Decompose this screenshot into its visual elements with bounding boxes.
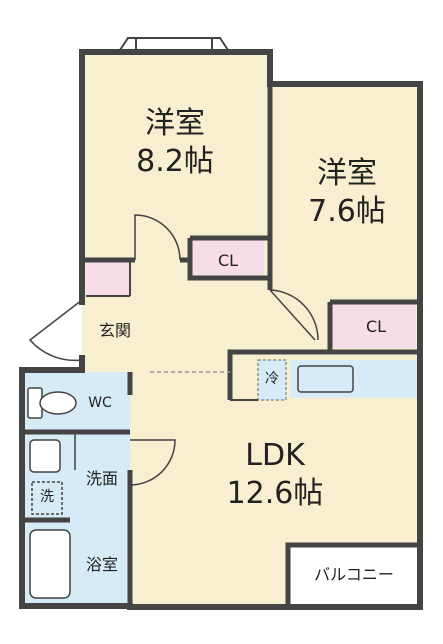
entrance-label: 玄関	[98, 321, 131, 340]
fixtures	[27, 365, 354, 599]
shoebox-floor	[86, 262, 130, 296]
closet-1-label: CL	[217, 251, 239, 270]
balcony-label: バルコニー	[314, 565, 394, 584]
washroom-label: 洗面	[85, 469, 118, 488]
windows	[150, 83, 405, 608]
balcony-floor	[288, 545, 420, 607]
western-room-2-name: 洋室	[317, 156, 377, 191]
fridge-space	[257, 359, 287, 401]
bathroom-label: 浴室	[85, 555, 118, 574]
fridge-label: 冷	[265, 371, 279, 387]
closet-2-label: CL	[365, 317, 387, 336]
western-room-2-size: 7.6帖	[308, 194, 386, 229]
closet-2-floor	[332, 304, 416, 348]
bay-window	[118, 37, 230, 51]
washer-label: 洗	[40, 489, 54, 505]
western-room-1-size: 8.2帖	[136, 144, 214, 179]
door-swings	[28, 214, 319, 486]
western-room-1-name: 洋室	[145, 106, 205, 141]
interior-walls	[22, 52, 420, 606]
toilet-label: WC	[88, 395, 112, 411]
closet-1-floor	[192, 240, 264, 276]
ldk-name: LDK	[245, 438, 305, 473]
ldk-size: 12.6帖	[226, 476, 324, 511]
